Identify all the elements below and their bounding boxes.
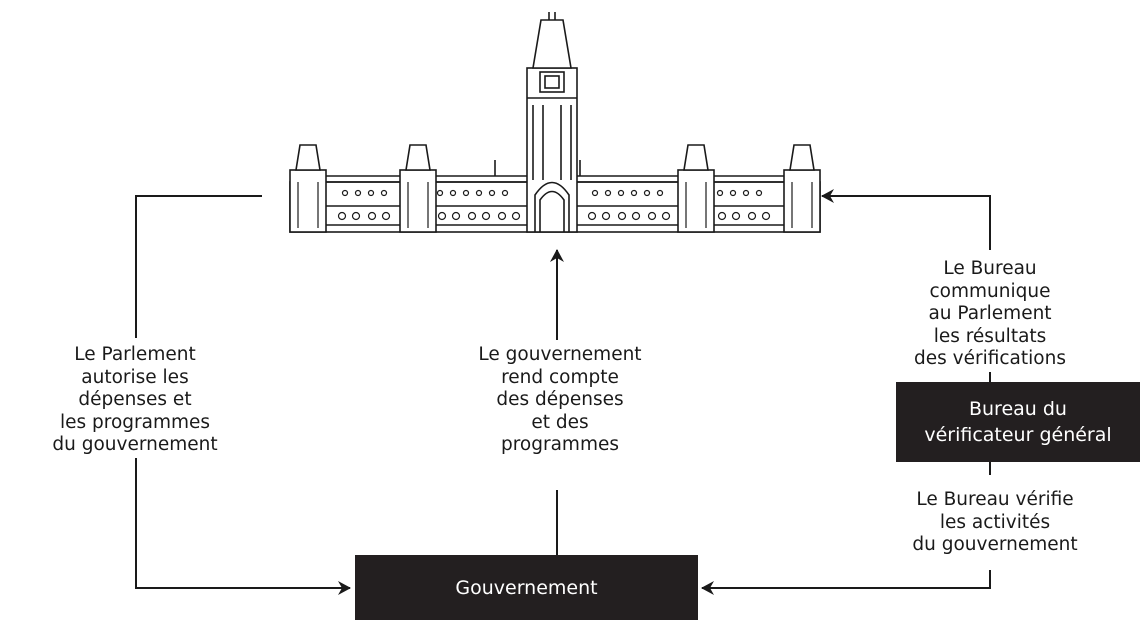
parliament-building-icon — [289, 12, 821, 233]
box-government: Gouvernement — [355, 555, 698, 620]
box-auditor-general-office: Bureau du vérificateur général — [896, 382, 1140, 462]
label-parliament-authorizes: Le Parlement autorise les dépenses et le… — [52, 344, 218, 455]
arrow-office-to-government — [701, 570, 991, 595]
arrow-parliament-to-government — [135, 195, 262, 338]
label-government-accounts: Le gouvernement rend compte des dépenses… — [478, 344, 642, 455]
connector-lines — [135, 189, 991, 595]
label-office-reports: Le Bureau communique au Parlement les ré… — [914, 258, 1066, 369]
label-office-audits: Le Bureau vérifie les activités du gouve… — [912, 489, 1078, 555]
arrow-office-to-parliament — [821, 189, 991, 250]
arrow-parliament-to-government-lower — [135, 458, 351, 595]
